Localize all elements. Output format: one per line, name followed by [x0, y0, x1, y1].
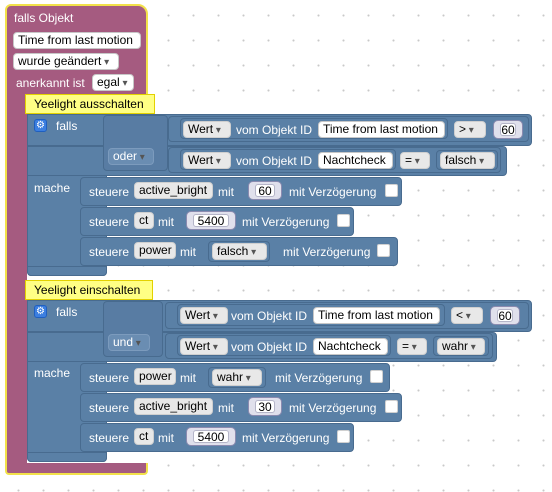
- value-dropdown-1a[interactable]: Wert: [183, 121, 231, 138]
- action-delay-label-2-3: mit Verzögerung: [242, 431, 330, 445]
- action-steuere-1-3: steuere: [89, 245, 130, 259]
- trigger-object-id[interactable]: Time from last motion: [13, 32, 141, 49]
- obj-id-2b[interactable]: Nachtcheck: [313, 338, 388, 355]
- value-dropdown-1b[interactable]: Wert: [183, 152, 231, 169]
- action-steuere-2-3: steuere: [89, 431, 130, 445]
- action-steuere-2-2: steuere: [89, 401, 130, 415]
- delay-checkbox-1-2[interactable]: [337, 214, 350, 227]
- operator-dropdown-2b[interactable]: =: [397, 338, 427, 355]
- trigger-title: falls Objekt: [14, 11, 74, 25]
- action-number-1-2[interactable]: 5400: [186, 211, 236, 230]
- trigger-condition-dropdown[interactable]: wurde geändert: [13, 53, 119, 70]
- action-steuere-1-1: steuere: [89, 185, 130, 199]
- if-label-2: falls: [56, 305, 78, 319]
- action-target-1-1[interactable]: active_bright: [134, 182, 213, 199]
- delay-checkbox-1-1[interactable]: [385, 184, 398, 197]
- obj-label-1a: vom Objekt ID: [236, 123, 313, 137]
- action-delay-label-2-2: mit Verzögerung: [289, 401, 377, 415]
- action-target-2-1[interactable]: power: [134, 368, 176, 385]
- action-delay-label-1-3: mit Verzögerung: [283, 245, 371, 259]
- delay-checkbox-2-1[interactable]: [370, 370, 383, 383]
- trigger-block-bottom: [5, 463, 148, 475]
- trigger-block[interactable]: [5, 4, 148, 99]
- number-value-1a[interactable]: 60: [500, 123, 516, 137]
- action-target-1-3[interactable]: power: [134, 242, 176, 259]
- action-number-1-1[interactable]: 60: [248, 181, 282, 200]
- comment-group1[interactable]: Yeelight ausschalten: [25, 94, 155, 114]
- action-mit-2-3: mit: [158, 431, 174, 445]
- action-delay-label-2-1: mit Verzögerung: [275, 371, 363, 385]
- delay-checkbox-1-3[interactable]: [377, 244, 390, 257]
- action-mit-1-3: mit: [180, 245, 196, 259]
- obj-label-2a: vom Objekt ID: [231, 309, 308, 323]
- obj-label-1b: vom Objekt ID: [236, 154, 313, 168]
- trigger-block-spine: [5, 95, 27, 471]
- number-input-1a[interactable]: 60: [493, 120, 523, 139]
- do-label-1: mache: [34, 181, 71, 195]
- action-target-2-3[interactable]: ct: [134, 428, 154, 445]
- bool-dropdown-2-1[interactable]: wahr: [212, 369, 262, 386]
- action-delay-label-1-1: mit Verzögerung: [289, 185, 377, 199]
- operator-dropdown-2a[interactable]: <: [451, 307, 483, 324]
- obj-id-1b[interactable]: Nachtcheck: [318, 152, 393, 169]
- action-mit-1-1: mit: [218, 185, 234, 199]
- bool-dropdown-1b[interactable]: falsch: [440, 152, 495, 169]
- number-value-2a[interactable]: 60: [497, 309, 513, 323]
- obj-id-1a[interactable]: Time from last motion: [318, 121, 445, 138]
- value-dropdown-2b[interactable]: Wert: [180, 338, 228, 355]
- action-delay-label-1-2: mit Verzögerung: [242, 215, 330, 229]
- bool-dropdown-2b[interactable]: wahr: [437, 338, 485, 355]
- number-input-2a[interactable]: 60: [490, 306, 520, 325]
- obj-label-2b: vom Objekt ID: [231, 340, 308, 354]
- gear-icon[interactable]: ⚙: [34, 305, 47, 318]
- action-steuere-2-1: steuere: [89, 371, 130, 385]
- action-mit-2-1: mit: [180, 371, 196, 385]
- action-mit-2-2: mit: [218, 401, 234, 415]
- comment-group2[interactable]: Yeelight einschalten: [25, 280, 153, 300]
- action-steuere-1-2: steuere: [89, 215, 130, 229]
- if-block-2-footer: [27, 452, 107, 462]
- action-block-1-1[interactable]: [80, 177, 402, 206]
- bool-dropdown-1-3[interactable]: falsch: [212, 243, 267, 260]
- trigger-ack-label: anerkannt ist: [16, 76, 85, 90]
- if-block-1-footer: [27, 266, 107, 276]
- action-number-2-2[interactable]: 30: [248, 397, 282, 416]
- if-label-1: falls: [56, 119, 78, 133]
- action-mit-1-2: mit: [158, 215, 174, 229]
- action-target-1-2[interactable]: ct: [134, 212, 154, 229]
- do-label-2: mache: [34, 366, 71, 380]
- action-value-1-1[interactable]: 60: [255, 184, 275, 198]
- action-value-1-2[interactable]: 5400: [193, 214, 229, 228]
- trigger-ack-dropdown[interactable]: egal: [92, 74, 134, 91]
- logic-op-dropdown-2[interactable]: und: [108, 334, 150, 351]
- logic-op-dropdown-1[interactable]: oder: [108, 148, 154, 165]
- action-block-2-2[interactable]: [80, 393, 402, 422]
- delay-checkbox-2-2[interactable]: [385, 400, 398, 413]
- value-dropdown-2a[interactable]: Wert: [180, 307, 228, 324]
- operator-dropdown-1b[interactable]: =: [400, 152, 430, 169]
- action-value-2-2[interactable]: 30: [255, 400, 275, 414]
- obj-id-2a[interactable]: Time from last motion: [313, 307, 440, 324]
- gear-icon[interactable]: ⚙: [34, 119, 47, 132]
- action-number-2-3[interactable]: 5400: [186, 427, 236, 446]
- operator-dropdown-1a[interactable]: >: [454, 121, 486, 138]
- delay-checkbox-2-3[interactable]: [337, 430, 350, 443]
- action-target-2-2[interactable]: active_bright: [134, 398, 213, 415]
- action-value-2-3[interactable]: 5400: [193, 430, 229, 444]
